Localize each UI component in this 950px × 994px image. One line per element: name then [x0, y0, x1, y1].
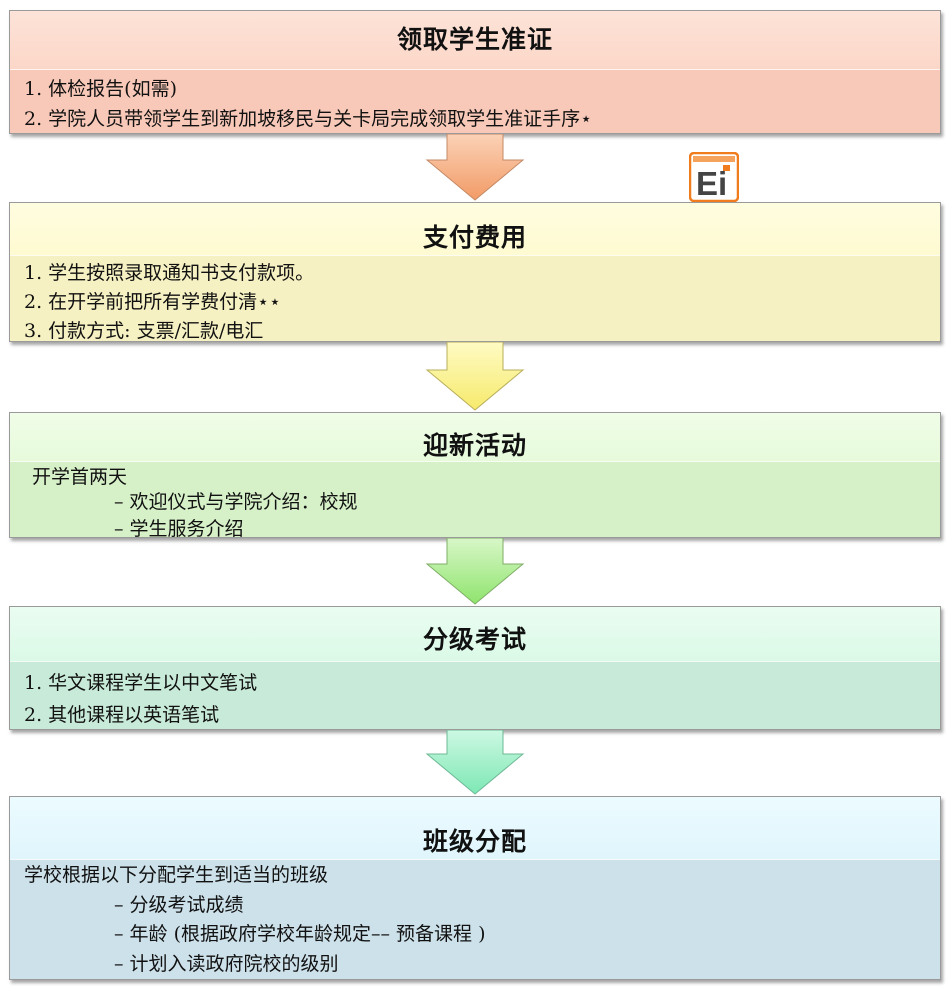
- down-arrow-icon: [425, 342, 525, 411]
- ei-logo: Ei: [689, 152, 739, 202]
- step-body: 1. 学生按照录取通知书支付款项。 2. 在开学前把所有学费付清⋆⋆ 3. 付款…: [10, 255, 940, 342]
- logo-text: Ei: [696, 165, 727, 202]
- step-orientation: 迎新活动 开学首两天 – 欢迎仪式与学院介绍：校规 – 学生服务介绍: [9, 412, 941, 540]
- step-line: 开学首两天: [32, 466, 128, 488]
- step-student-pass: 领取学生准证 1. 体检报告(如需) 2. 学院人员带领学生到新加坡移民与关卡局…: [9, 10, 941, 134]
- step-line: – 学生服务介绍: [114, 518, 244, 540]
- step-title: 分级考试: [422, 625, 527, 654]
- step-line: 2. 学院人员带领学生到新加坡移民与关卡局完成领取学生准证手序⋆: [24, 108, 593, 130]
- step-body: 1. 体检报告(如需) 2. 学院人员带领学生到新加坡移民与关卡局完成领取学生准…: [10, 69, 940, 133]
- down-arrow-icon: [425, 134, 525, 201]
- step-line: 3. 付款方式: 支票/汇款/电汇: [24, 320, 264, 342]
- step-title: 班级分配: [422, 827, 527, 856]
- step-line: – 计划入读政府院校的级别: [114, 953, 339, 975]
- down-arrow-icon: [425, 730, 525, 795]
- step-line: – 年龄 (根据政府学校年龄规定–– 预备课程 ): [114, 923, 486, 945]
- step-line: – 分级考试成绩: [114, 894, 244, 916]
- step-placement-test: 分级考试 1. 华文课程学生以中文笔试 2. 其他课程以英语笔试: [9, 606, 941, 730]
- step-line: 2. 在开学前把所有学费付清⋆⋆: [24, 291, 281, 313]
- step-body: 学校根据以下分配学生到适当的班级 – 分级考试成绩 – 年龄 (根据政府学校年龄…: [10, 859, 940, 979]
- step-line: 1. 华文课程学生以中文笔试: [24, 672, 258, 694]
- step-class-allocation: 班级分配 学校根据以下分配学生到适当的班级 – 分级考试成绩 – 年龄 (根据政…: [9, 796, 941, 980]
- step-title: 迎新活动: [422, 431, 527, 460]
- step-title: 领取学生准证: [396, 25, 553, 54]
- step-line: 学校根据以下分配学生到适当的班级: [24, 864, 329, 886]
- step-body: 开学首两天 – 欢迎仪式与学院介绍：校规 – 学生服务介绍: [10, 461, 940, 540]
- step-payment: 支付费用 1. 学生按照录取通知书支付款项。 2. 在开学前把所有学费付清⋆⋆ …: [9, 202, 941, 342]
- step-title: 支付费用: [422, 223, 527, 252]
- step-body: 1. 华文课程学生以中文笔试 2. 其他课程以英语笔试: [10, 661, 940, 729]
- step-line: – 欢迎仪式与学院介绍：校规: [114, 491, 358, 513]
- down-arrow-icon: [425, 538, 525, 605]
- step-line: 1. 体检报告(如需): [24, 78, 177, 100]
- step-line: 1. 学生按照录取通知书支付款项。: [24, 262, 315, 284]
- step-line: 2. 其他课程以英语笔试: [24, 704, 220, 726]
